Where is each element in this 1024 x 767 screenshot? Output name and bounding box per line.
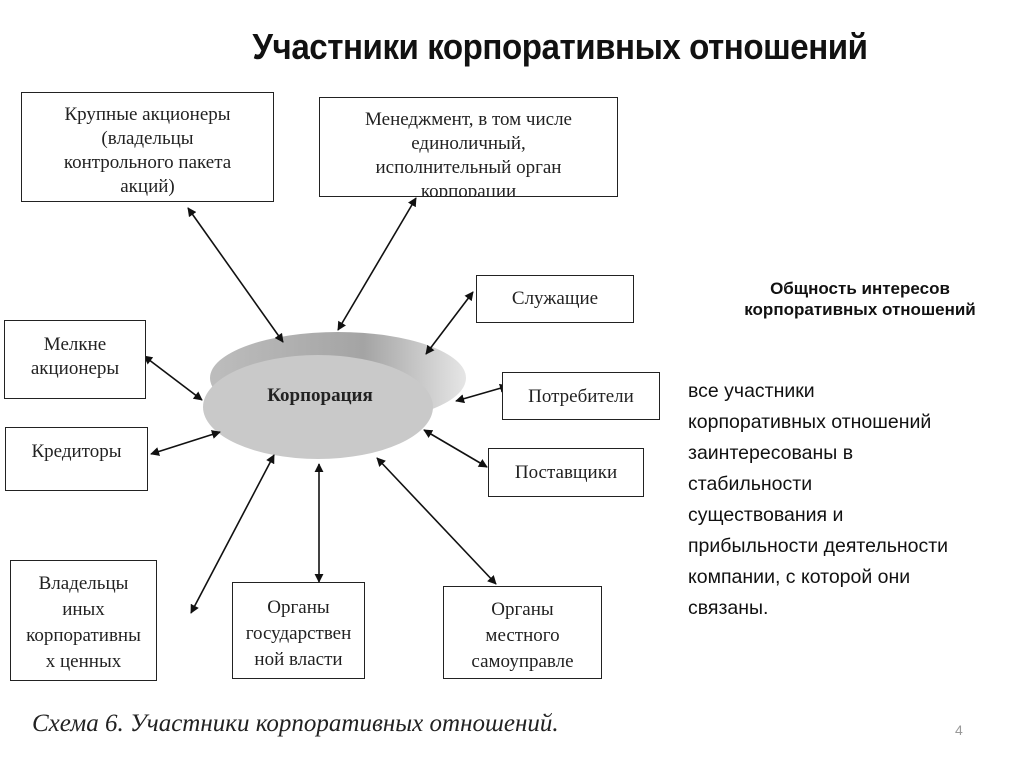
participant-label: Мелкне акционеры [30, 334, 120, 379]
participant-major-shareholders: Крупные акционеры (владельцы контрольног… [21, 92, 274, 202]
arrow-other-securities-owners [190, 454, 275, 614]
corporation-label: Корпорация [267, 385, 373, 406]
arrow-consumers [455, 383, 509, 404]
corporation-ellipse [203, 332, 466, 459]
side-panel-body: все участники корпоративных отношений за… [688, 380, 949, 619]
arrow-creditors [150, 430, 221, 456]
arrow-local-government [376, 457, 497, 585]
participant-state-authorities: Органы государствен ной власти [232, 582, 365, 679]
participant-local-government: Органы местного самоуправле [443, 586, 602, 679]
arrow-major-shareholders [187, 207, 284, 343]
participant-label: Потребители [528, 386, 634, 407]
participant-label: Органы государствен ной власти [245, 597, 352, 670]
participant-label: Служащие [511, 288, 599, 309]
participant-minor-shareholders: Мелкне акционеры [4, 320, 146, 399]
arrow-employees [425, 291, 474, 355]
arrow-management [337, 197, 417, 331]
diagram-caption: Схема 6. Участники корпоративных отношен… [32, 710, 559, 737]
participant-creditors: Кредиторы [5, 427, 148, 491]
participant-label: Менеджмент, в том числе единоличный, исп… [365, 109, 572, 197]
page-number: 4 [955, 722, 963, 738]
participant-label: Владельцы иных корпоративны х ценных [26, 573, 141, 672]
participant-employees: Служащие [476, 275, 634, 323]
arrow-suppliers [423, 429, 488, 468]
participant-label: Кредиторы [31, 441, 122, 462]
participant-other-securities-owners: Владельцы иных корпоративны х ценных [10, 560, 157, 681]
participant-label: Органы местного самоуправле [471, 599, 574, 672]
participant-label: Крупные акционеры (владельцы контрольног… [63, 104, 232, 197]
participant-management: Менеджмент, в том числе единоличный, исп… [319, 97, 618, 197]
slide-title: Участники корпоративных отношений [252, 26, 868, 67]
participant-suppliers: Поставщики [488, 448, 644, 497]
side-panel-heading: Общность интересов корпоративных отношен… [744, 279, 976, 320]
participant-consumers: Потребители [502, 372, 660, 420]
arrow-minor-shareholders [143, 355, 203, 401]
participant-label: Поставщики [514, 462, 618, 483]
